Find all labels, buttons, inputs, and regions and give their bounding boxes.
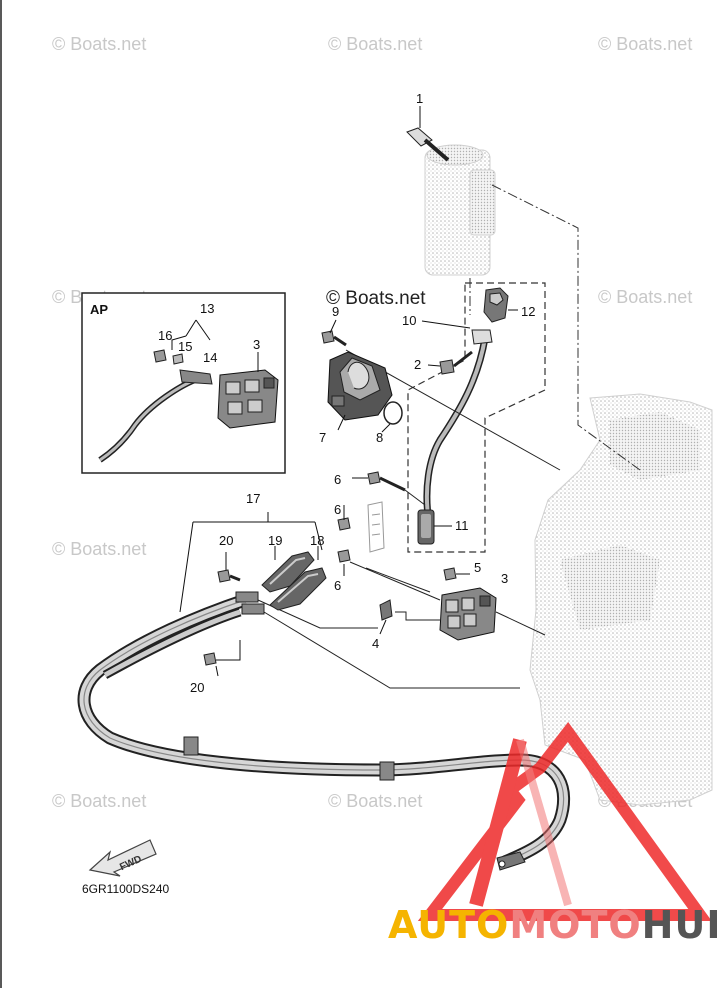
callout-3: 3: [501, 571, 508, 586]
brand-part-hub: HUB: [642, 903, 717, 947]
callout-8: 8: [376, 430, 383, 445]
starter-cable: [417, 329, 493, 545]
callout-14: 14: [203, 350, 217, 365]
callout-11: 11: [455, 518, 469, 533]
inset-title: AP: [90, 302, 108, 317]
callout-10: 10: [402, 313, 416, 328]
automotohub-logo-icon: [417, 721, 712, 921]
brand-text: AUTOMOTOHUB: [388, 903, 717, 947]
callout-6-middle: 6: [334, 502, 341, 517]
callout-7: 7: [319, 430, 326, 445]
leader-line: [365, 567, 431, 593]
watermark: © Boats.net: [52, 791, 146, 811]
fwd-arrow-icon: FWD: [88, 839, 157, 877]
terminal-cover-19: [261, 551, 315, 593]
watermark: © Boats.net: [328, 791, 422, 811]
bolt-20-lower: [203, 640, 241, 677]
engine-detail: [610, 412, 700, 480]
dashed-group-box: [407, 282, 546, 553]
callout-1: 1: [416, 91, 423, 106]
callout-4: 4: [372, 636, 379, 651]
callout-16: 16: [158, 328, 172, 343]
leader-line: [349, 561, 441, 601]
watermark: © Boats.net: [598, 34, 692, 54]
brand-part-auto: AUTO: [388, 903, 509, 947]
watermark: © Boats.net: [328, 34, 422, 54]
engine-detail: [560, 545, 660, 630]
callout-20-upper: 20: [219, 533, 233, 548]
drawing-code: 6GR1100DS240: [82, 882, 169, 896]
starter-motor-cap: [469, 169, 496, 236]
inset-relay-3: [217, 369, 279, 429]
starter-relay-7: [327, 351, 393, 421]
callout-6-upper: 6: [334, 472, 341, 487]
starter-relay-3: [439, 587, 497, 641]
o-ring-8: [383, 401, 403, 425]
watermark: © Boats.net: [598, 287, 692, 307]
leader-line: [491, 184, 641, 471]
leader-line: [495, 611, 546, 636]
inset-cable: [98, 349, 213, 463]
bolt-5: [443, 567, 470, 581]
callout-12: 12: [521, 304, 535, 319]
terminal-cover-12: [483, 287, 518, 323]
callout-19: 19: [268, 533, 282, 548]
callout-20-lower: 20: [190, 680, 204, 695]
callout-3-inset: 3: [253, 337, 260, 352]
watermark: © Boats.net: [52, 539, 146, 559]
bracket-4: [379, 599, 393, 635]
bolt-1: [406, 106, 450, 162]
bolt-2: [427, 350, 473, 375]
watermark: © Boats.net: [52, 34, 146, 54]
callout-2: 2: [414, 357, 421, 372]
brand-part-moto: MOTO: [509, 903, 641, 947]
callout-9: 9: [332, 304, 339, 319]
watermark-center: © Boats.net: [326, 288, 426, 309]
bolt-6-lower: [337, 549, 351, 576]
callout-18: 18: [310, 533, 324, 548]
small-connector: [367, 501, 385, 553]
callout-13: 13: [200, 301, 214, 316]
leader-line: [263, 611, 520, 689]
leader-line: [395, 611, 440, 621]
callout-5: 5: [474, 560, 481, 575]
callout-bracket-17: [179, 521, 323, 613]
callout-15: 15: [178, 339, 192, 354]
bolt-6-upper: [352, 471, 426, 506]
bolt-20-upper: [217, 552, 241, 583]
terminal-cover-18: [269, 567, 327, 611]
callout-17: 17: [246, 491, 260, 506]
callout-6-lower: 6: [334, 578, 341, 593]
battery-cable-17: [77, 591, 571, 871]
bolt-9: [321, 330, 347, 347]
bolt-6-middle: [337, 505, 351, 531]
